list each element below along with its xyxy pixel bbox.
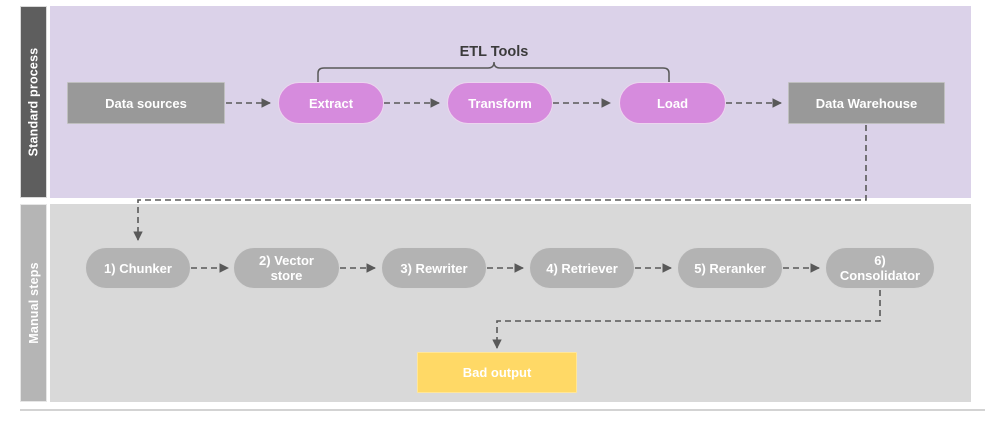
node-vector-store[interactable]: 2) Vector store	[233, 247, 340, 289]
node-transform-label: Transform	[468, 95, 532, 111]
node-vector-store-label: 2) Vector store	[259, 253, 314, 283]
node-consolidator[interactable]: 6) Consolidator	[825, 247, 935, 289]
node-retriever[interactable]: 4) Retriever	[529, 247, 635, 289]
lane-standard-process-label: Standard process	[20, 6, 47, 198]
node-load-label: Load	[656, 95, 689, 111]
node-transform[interactable]: Transform	[447, 82, 553, 124]
node-extract-label: Extract	[308, 95, 354, 111]
lane-manual-steps-text: Manual steps	[26, 262, 41, 344]
node-consolidator-line2: Consolidator	[839, 268, 921, 283]
node-consolidator-label: 6) Consolidator	[840, 253, 920, 283]
node-load[interactable]: Load	[619, 82, 726, 124]
node-data-sources-label: Data sources	[105, 95, 187, 111]
node-extract[interactable]: Extract	[278, 82, 384, 124]
node-reranker-label: 5) Reranker	[694, 260, 766, 276]
node-data-warehouse-label: Data Warehouse	[815, 95, 918, 111]
node-chunker-label: 1) Chunker	[104, 260, 172, 276]
etl-tools-label: ETL Tools	[459, 44, 529, 60]
lane-manual-steps-label: Manual steps	[20, 204, 47, 402]
node-rewriter[interactable]: 3) Rewriter	[381, 247, 487, 289]
node-data-sources[interactable]: Data sources	[67, 82, 225, 124]
node-data-warehouse[interactable]: Data Warehouse	[788, 82, 945, 124]
bottom-divider	[20, 409, 985, 411]
node-consolidator-line1: 6)	[874, 253, 886, 268]
node-bad-output-label: Bad output	[462, 365, 532, 380]
node-vector-store-line2: store	[270, 268, 303, 283]
node-chunker[interactable]: 1) Chunker	[85, 247, 191, 289]
node-vector-store-line1: 2) Vector	[259, 253, 314, 268]
node-bad-output[interactable]: Bad output	[417, 352, 577, 393]
node-retriever-label: 4) Retriever	[546, 260, 618, 276]
node-reranker[interactable]: 5) Reranker	[677, 247, 783, 289]
node-rewriter-label: 3) Rewriter	[400, 260, 468, 276]
lane-standard-process-text: Standard process	[26, 47, 41, 157]
